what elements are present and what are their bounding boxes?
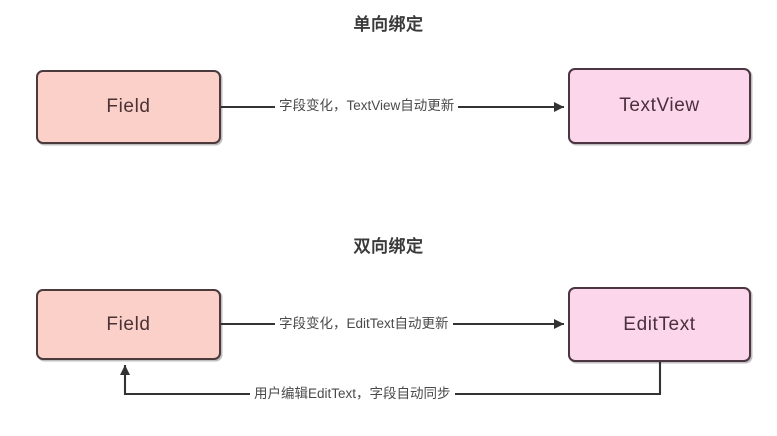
edge-label-two-way-return: 用户编辑EditText，字段自动同步	[250, 385, 455, 403]
section-title-two-way: 双向绑定	[353, 237, 424, 256]
section-title-one-way: 单向绑定	[353, 15, 424, 34]
node-textview[interactable]: TextView	[568, 68, 751, 144]
node-field-one-way[interactable]: Field	[36, 70, 221, 144]
node-field-two-way[interactable]: Field	[36, 289, 221, 360]
edge-label-one-way: 字段变化，TextView自动更新	[275, 97, 459, 115]
edge-label-two-way-forward: 字段变化，EditText自动更新	[275, 315, 453, 333]
node-edittext[interactable]: EditText	[568, 287, 751, 362]
